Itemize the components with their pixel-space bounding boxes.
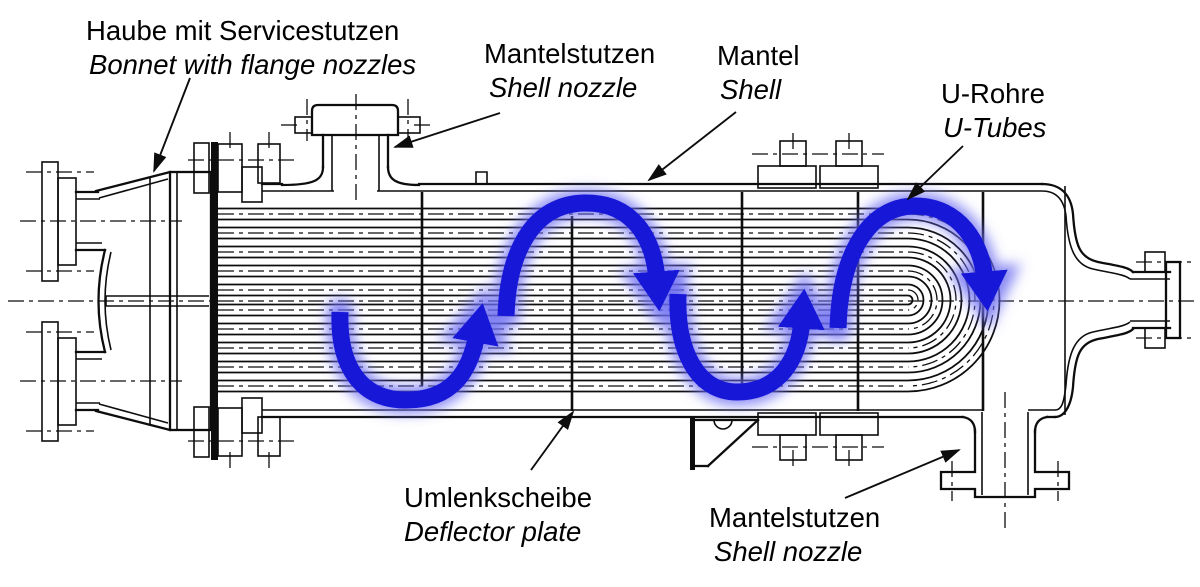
labels: Haube mit Servicestutzen Bonnet with fla… — [86, 15, 1047, 567]
label-bonnet-en: Bonnet with flange nozzles — [89, 49, 416, 80]
leader-deflector — [530, 410, 575, 471]
flow-arrow-3 — [669, 288, 825, 401]
shell-nozzle-right — [1130, 251, 1192, 349]
label-shell-nozzle-bottom-en: Shell nozzle — [714, 536, 862, 567]
label-shell-nozzle-top-en: Shell nozzle — [489, 72, 637, 103]
tube-sheet-flange — [188, 132, 298, 470]
label-bonnet-de: Haube mit Servicestutzen — [86, 15, 399, 46]
flow-arrow-4 — [829, 197, 1008, 329]
label-u-tubes-en: U-Tubes — [943, 112, 1047, 143]
leader-u-tubes — [906, 145, 964, 201]
shell-nozzle-top — [280, 94, 432, 205]
shell-nozzle-bottom — [939, 392, 1071, 528]
leader-shell-nozzle-bottom — [844, 449, 961, 499]
label-deflector-de: Umlenkscheibe — [404, 482, 592, 513]
girth-flange — [752, 133, 884, 468]
leader-shell-nozzle-top — [393, 112, 501, 148]
label-shell-de: Mantel — [717, 40, 800, 71]
shell-lug — [475, 171, 488, 184]
label-u-tubes-de: U-Rohre — [941, 78, 1045, 109]
label-deflector-en: Deflector plate — [404, 516, 581, 547]
shell-side-flow-arrows — [331, 194, 1008, 409]
bonnet — [94, 170, 213, 432]
label-shell-en: Shell — [720, 74, 782, 105]
bonnet-nozzle-lower — [20, 321, 182, 442]
label-shell-nozzle-bottom-de: Mantelstutzen — [709, 502, 880, 533]
flow-arrow-2 — [497, 194, 680, 317]
support-bracket — [690, 418, 760, 470]
label-leaders — [153, 77, 964, 499]
leader-bonnet — [153, 77, 191, 173]
label-shell-nozzle-top-de: Mantelstutzen — [484, 38, 655, 69]
flow-arrow-1 — [331, 303, 499, 409]
leader-shell — [647, 111, 737, 182]
bonnet-nozzle-upper — [20, 161, 182, 282]
vessel-structure — [8, 94, 1196, 528]
